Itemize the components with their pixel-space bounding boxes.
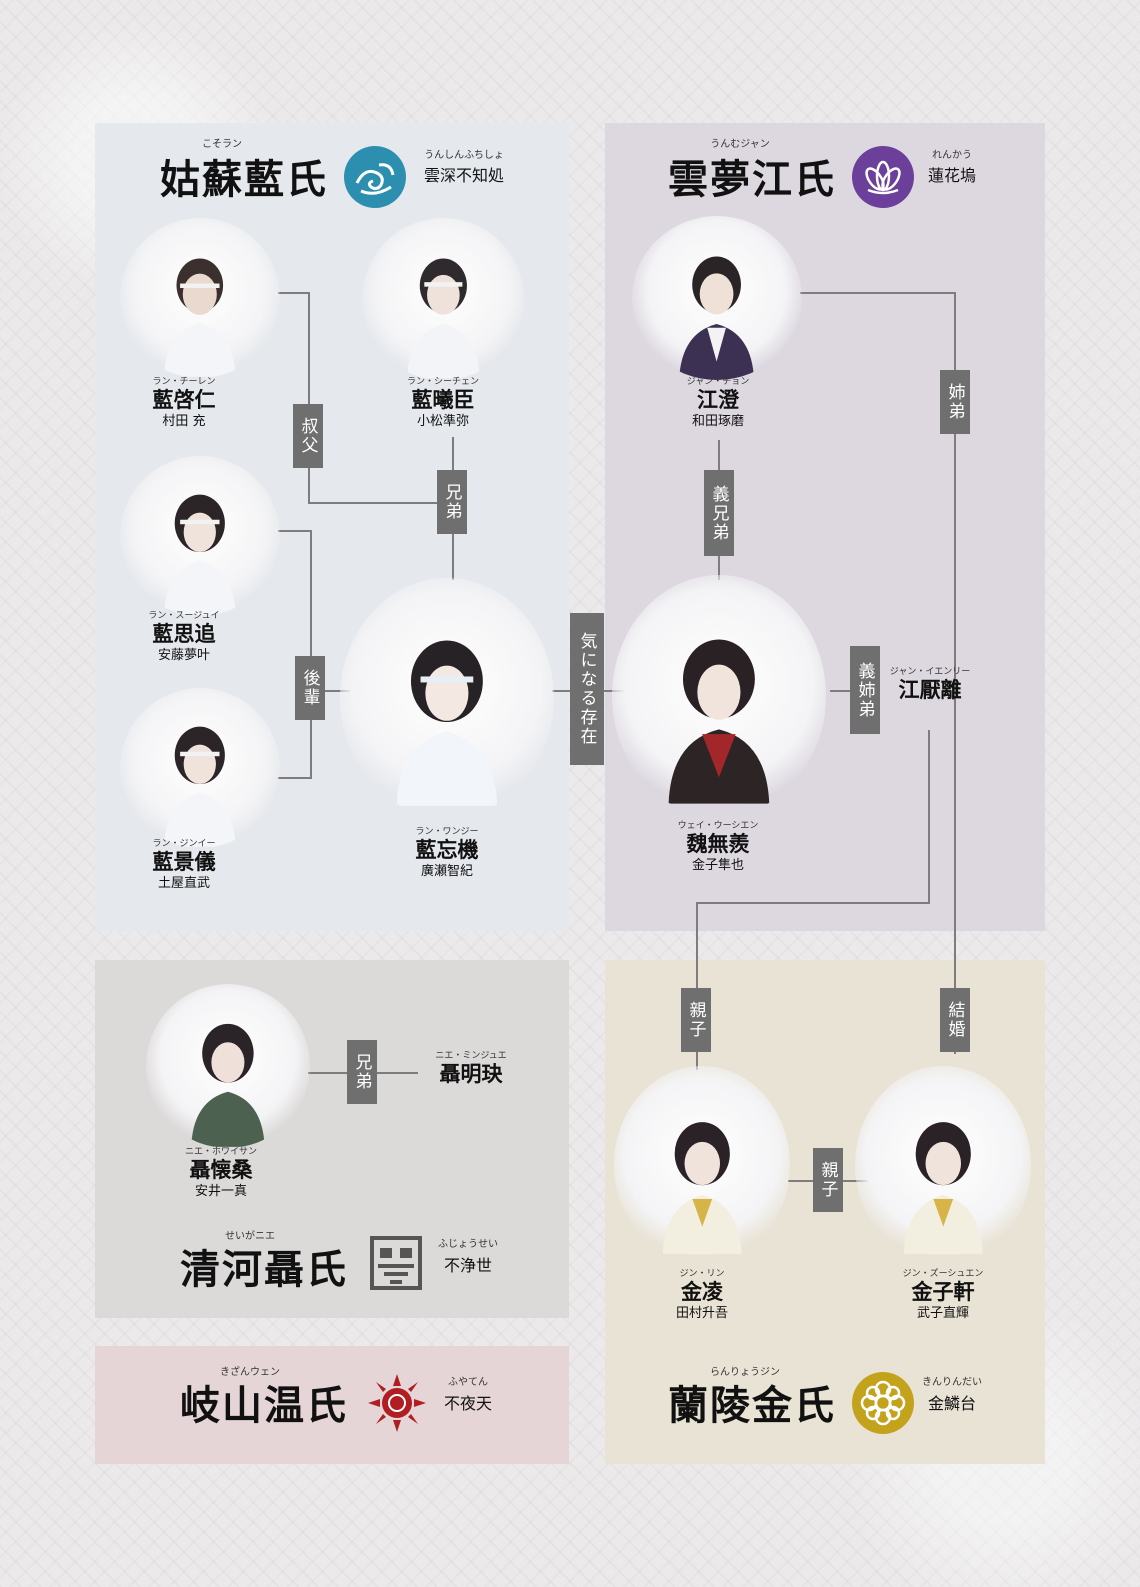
actor-name: 田村升吾 [675,1306,728,1321]
jin-zixuan-portrait [855,1066,1031,1264]
jiang-yanli-card: ジャン・イエンリー 江厭離 [855,666,1005,702]
relation-label-siblings: 姉弟 [940,370,970,434]
nie-huaisang-card: ニエ・ホワイサン 聶懐桑 安井一真 [146,1146,296,1202]
lan-qiren-card: ラン・チーレン 藍啓仁 村田 充 [109,376,259,432]
actor-name: 金子隼也 [691,858,744,873]
qinghe-place-name: 不浄世 [443,1256,492,1275]
jin-ling-portrait [614,1066,790,1264]
gusu-place-ruby: うんしんふちしょ [424,150,504,161]
lan-jingyi-portrait [120,688,280,848]
actor-name: 安藤夢叶 [157,648,210,663]
character-name: 藍曦臣 [411,387,475,412]
qinghe-place-ruby: ふじょうせい [438,1239,498,1250]
lan-xichen-card: ラン・シーチェン 藍曦臣 小松準弥 [368,376,518,432]
character-name: 藍景儀 [152,849,216,874]
character-kana: ラン・ジンイー [152,839,216,849]
character-name: 聶懐桑 [189,1157,253,1182]
qishan-place-ruby: ふやてん [448,1377,488,1388]
character-name: 江澄 [697,387,739,412]
character-kana: ラン・チーレン [152,377,216,387]
relation-label-juniors: 後輩 [295,656,325,720]
character-kana: ジン・ズーシュエン [902,1269,984,1279]
yunmeng-place-ruby: れんかう [932,150,972,161]
lan-jingyi-card: ラン・ジンイー 藍景儀 土屋直武 [109,838,259,894]
qishan-clan-ruby: きざんウェン [220,1367,280,1378]
wave-cloud-icon [344,146,406,208]
relation-label-in-law-siblings: 義姉弟 [850,646,880,734]
jiang-cheng-portrait [632,216,802,380]
jiang-cheng-card: ジャン・チョン 江澄 和田琢磨 [643,376,793,432]
character-name: 江厭離 [898,677,962,702]
sun-icon [366,1372,428,1434]
qinghe-clan-name: 清河聶氏 [180,1246,348,1293]
relation-label-interest: 気になる存在 [570,613,604,765]
character-kana: ニエ・ミンジュエ [435,1051,507,1061]
character-name: 魏無羨 [686,831,750,856]
wei-wuxian-portrait [612,575,826,817]
nie-mingjue-card: ニエ・ミンジュエ 聶明玦 [396,1050,546,1086]
lan-xichen-portrait [362,218,524,380]
lanling-clan-name: 蘭陵金氏 [668,1382,836,1429]
lan-sizhui-portrait [120,456,280,616]
character-kana: ウェイ・ウーシエン [677,821,759,831]
character-name: 藍忘機 [415,837,479,862]
actor-name: 土屋直武 [157,876,210,891]
actor-name: 武子直輝 [916,1306,969,1321]
lan-qiren-portrait [120,218,280,378]
gusu-clan-name: 姑蘇藍氏 [160,156,328,203]
actor-name: 和田琢磨 [691,414,744,429]
beast-mask-icon [366,1232,426,1294]
gusu-clan-ruby: こそラン [202,139,242,150]
actor-name: 安井一真 [194,1184,247,1199]
character-kana: ジャン・チョン [686,377,750,387]
wei-wuxian-card: ウェイ・ウーシエン 魏無羨 金子隼也 [643,820,793,876]
nie-huaisang-portrait [146,984,310,1148]
relation-label-parent-child: 親子 [681,988,711,1052]
actor-name: 廣瀬智紀 [420,864,473,879]
character-kana: ラン・ワンジー [415,827,479,837]
character-name: 金子軒 [911,1279,975,1304]
character-kana: ニエ・ホワイサン [184,1147,257,1157]
jin-ling-card: ジン・リン 金凌 田村升吾 [627,1268,777,1324]
qinghe-clan-ruby: せいがニエ [225,1231,275,1242]
lanling-place-ruby: きんりんだい [922,1377,982,1388]
relation-label-jin-parent-child: 親子 [813,1148,843,1212]
relation-label-brothers: 兄弟 [437,470,467,534]
lan-wangji-portrait [340,578,554,818]
lan-wangji-card: ラン・ワンジー 藍忘機 廣瀬智紀 [372,826,522,882]
yunmeng-clan-name: 雲夢江氏 [668,156,836,203]
character-kana: ジャン・イエンリー [889,667,971,677]
character-name: 金凌 [681,1279,723,1304]
actor-name: 村田 充 [162,414,206,429]
relation-label-marriage: 結婚 [940,988,970,1052]
jin-zixuan-card: ジン・ズーシュエン 金子軒 武子直輝 [868,1268,1018,1324]
qishan-wen-panel [95,1346,569,1464]
qishan-place-name: 不夜天 [443,1394,492,1413]
relation-label-nie-brothers: 兄弟 [347,1040,377,1104]
character-kana: ラン・スージュイ [148,611,220,621]
character-name: 聶明玦 [439,1061,503,1086]
character-kana: ラン・シーチェン [406,377,479,387]
lanling-place-name: 金鱗台 [927,1394,976,1413]
lan-sizhui-card: ラン・スージュイ 藍思追 安藤夢叶 [109,610,259,666]
character-name: 藍思追 [152,621,216,646]
actor-name: 小松準弥 [416,414,469,429]
lotus-icon [852,146,914,208]
character-name: 藍啓仁 [152,387,216,412]
relation-label-sworn-brothers: 義兄弟 [704,470,734,556]
relation-label-uncle: 叔父 [293,404,323,468]
yunmeng-clan-ruby: うんむジャン [710,139,770,150]
character-kana: ジン・リン [679,1269,725,1279]
lanling-clan-ruby: らんりょうジン [710,1367,780,1378]
yunmeng-place-name: 蓮花塢 [927,166,976,185]
peony-icon [852,1372,914,1434]
gusu-place-name: 雲深不知処 [423,166,504,185]
qishan-clan-name: 岐山温氏 [180,1382,348,1429]
